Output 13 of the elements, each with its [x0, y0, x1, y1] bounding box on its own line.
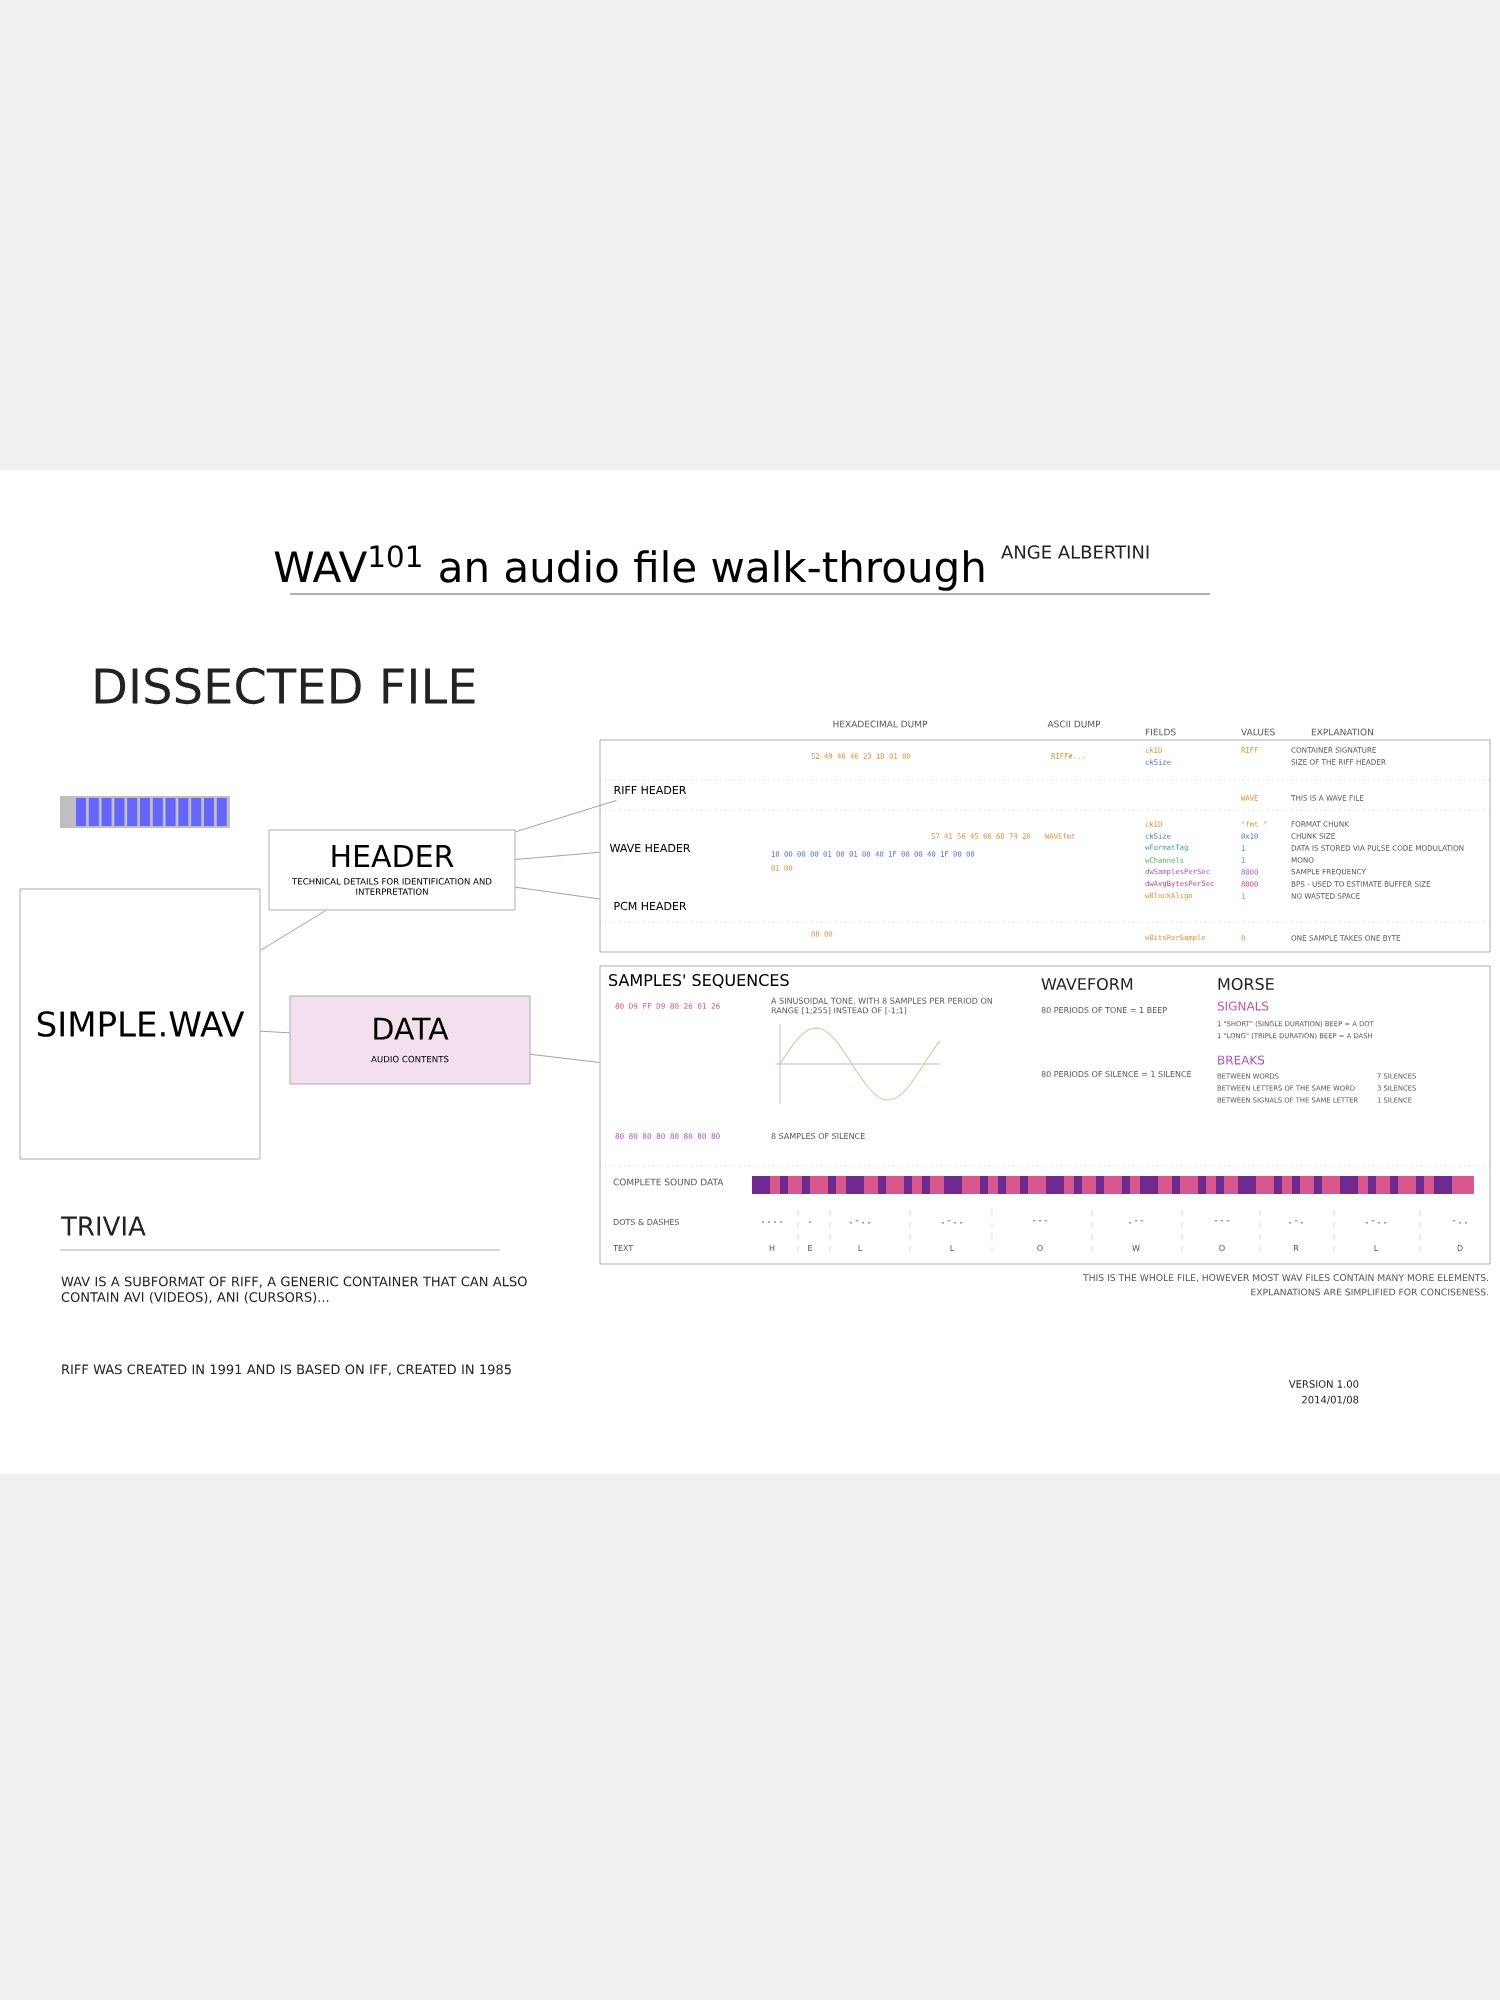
connector-line	[515, 800, 617, 833]
title: WAV$^{101}$ an audio file walk-through	[274, 545, 984, 591]
section-heading: DISSECTED FILE	[95, 667, 475, 705]
section-heading: MORSE	[1218, 977, 1274, 991]
section-heading: WAVEFORM	[1041, 977, 1133, 991]
connector-line	[515, 851, 600, 860]
connector-line	[530, 1053, 600, 1063]
connector-line	[260, 1030, 290, 1034]
connector-line	[515, 886, 600, 900]
connector-line	[260, 910, 327, 951]
author-name: ANGE ALBERTINI	[1001, 545, 1149, 559]
section-heading: TRIVIA	[60, 1216, 146, 1236]
file-panel: SIMPLE.WAV	[19, 888, 261, 1160]
